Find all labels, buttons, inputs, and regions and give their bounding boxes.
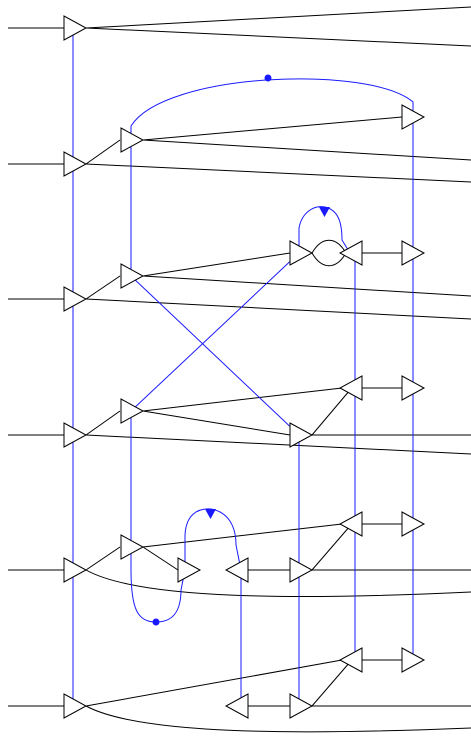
blue-arrowhead-lower — [205, 509, 216, 519]
blue-dot-top — [264, 74, 272, 82]
triangle-node-split-1 — [338, 375, 363, 401]
triangle-node-out-1 — [401, 240, 426, 266]
stage-two-wires — [85, 116, 471, 707]
triangle-node-r6 — [63, 693, 88, 719]
triangle-node-out-2 — [401, 375, 426, 401]
wire-b-up — [142, 252, 291, 277]
triangle-node-r4 — [63, 422, 88, 448]
triangle-node-split-3 — [338, 647, 363, 673]
blue-diagonal-1 — [130, 275, 300, 436]
wire-cross-b — [311, 525, 351, 571]
triangle-node-a — [120, 127, 145, 153]
triangle-node-top-right — [401, 104, 426, 130]
triangle-node-c — [120, 398, 145, 424]
blue-loop-lower — [184, 508, 242, 571]
triangle-node-r5 — [63, 557, 88, 583]
wire-cross-c — [311, 661, 351, 707]
wire-c-down — [142, 410, 291, 436]
lens-lower — [311, 252, 347, 267]
blue-dot-bottom — [152, 618, 160, 626]
link-r2 — [85, 139, 121, 165]
output-wire-6 — [85, 569, 471, 598]
triangle-node-e — [289, 422, 314, 448]
triangle-node-f — [177, 557, 202, 583]
triangle-node-g-right — [289, 557, 314, 583]
triangle-node-d — [120, 534, 145, 560]
inner-triangles — [177, 240, 363, 719]
wire-a-out — [142, 139, 471, 161]
link-r6 — [85, 659, 343, 707]
blue-diagonal-2 — [130, 252, 300, 412]
output-wires — [85, 6, 471, 733]
left-triangles — [63, 15, 88, 719]
wire-cross-a — [311, 389, 351, 436]
triangle-node-lens-right — [338, 240, 363, 266]
link-r4 — [85, 410, 121, 436]
input-wires — [8, 27, 64, 707]
wire-c-up — [142, 387, 343, 412]
triangle-node-b — [120, 263, 145, 289]
triangle-node-r2 — [63, 151, 88, 177]
output-wire-5 — [85, 434, 471, 455]
blue-cup-loop — [130, 411, 186, 623]
output-wire-3 — [85, 163, 471, 183]
wire-a-up — [142, 116, 403, 141]
triangle-node-r3 — [63, 286, 88, 312]
triangle-node-h-right — [289, 693, 314, 719]
output-wire-7 — [85, 705, 471, 733]
triangle-node-split-2 — [338, 511, 363, 537]
triangle-node-lens-left — [289, 240, 314, 266]
wire-b-out — [142, 275, 471, 297]
triangle-node-h-left — [224, 693, 249, 719]
wire-d-up — [142, 523, 343, 548]
link-r3 — [85, 275, 121, 300]
triangle-node-out-3 — [401, 511, 426, 537]
triangle-node-r1 — [63, 15, 88, 41]
blue-arrowhead-upper — [319, 207, 330, 217]
blue-arc-top — [130, 78, 414, 140]
output-wire-4 — [85, 298, 471, 320]
output-wire-2 — [85, 27, 471, 47]
triangle-node-g-left — [224, 557, 249, 583]
second-triangles — [120, 127, 145, 560]
lens-upper — [311, 239, 347, 254]
link-r5 — [85, 546, 121, 571]
wire-d-down — [142, 546, 179, 571]
output-wire-1 — [85, 6, 471, 29]
triangle-node-out-4 — [401, 647, 426, 673]
right-triangles — [338, 104, 426, 673]
